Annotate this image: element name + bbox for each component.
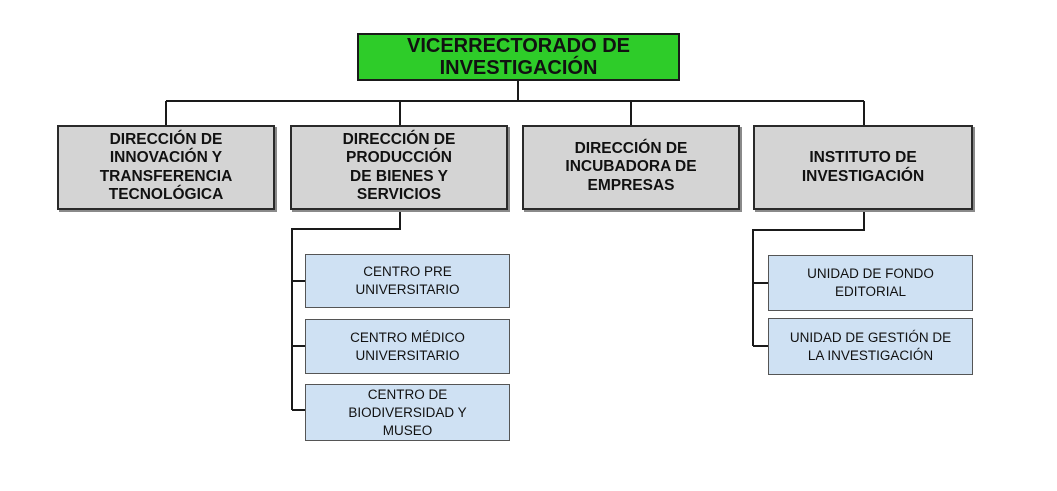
connector-produccion-branch xyxy=(291,210,401,410)
direccion-innovacion-box: DIRECCIÓN DE INNOVACIÓN Y TRANSFERENCIA … xyxy=(57,125,275,210)
unit-fondo-editorial-label: UNIDAD DE FONDO EDITORIAL xyxy=(807,266,934,299)
direccion-incubadora-box: DIRECCIÓN DE INCUBADORA DE EMPRESAS xyxy=(522,125,740,210)
unit-centro-biodiversidad-museo: CENTRO DE BIODIVERSIDAD Y MUSEO xyxy=(305,384,510,441)
vicerrectorado-label: VICERRECTORADO DE INVESTIGACIÓN xyxy=(407,35,630,79)
unit-centro-medico-universitario-label: CENTRO MÉDICO UNIVERSITARIO xyxy=(350,329,465,363)
unit-fondo-editorial: UNIDAD DE FONDO EDITORIAL xyxy=(768,255,973,311)
unit-centro-biodiversidad-museo-label: CENTRO DE BIODIVERSIDAD Y MUSEO xyxy=(348,386,467,438)
instituto-investigacion-label: INSTITUTO DE INVESTIGACIÓN xyxy=(801,149,925,185)
direccion-produccion-label: DIRECCIÓN DE PRODUCCIÓN DE BIENES Y SERV… xyxy=(342,130,456,204)
unit-gestion-investigacion: UNIDAD DE GESTIÓN DE LA INVESTIGACIÓN xyxy=(768,318,973,375)
connector-instituto-branch xyxy=(752,210,865,346)
instituto-investigacion-box: INSTITUTO DE INVESTIGACIÓN xyxy=(753,125,973,210)
unit-centro-pre-universitario-label: CENTRO PRE UNIVERSITARIO xyxy=(355,264,460,297)
unit-gestion-investigacion-label: UNIDAD DE GESTIÓN DE LA INVESTIGACIÓN xyxy=(789,329,952,363)
direccion-incubadora-label: DIRECCIÓN DE INCUBADORA DE EMPRESAS xyxy=(565,139,697,194)
unit-centro-pre-universitario: CENTRO PRE UNIVERSITARIO xyxy=(305,254,510,308)
direccion-produccion-box: DIRECCIÓN DE PRODUCCIÓN DE BIENES Y SERV… xyxy=(290,125,508,210)
direccion-innovacion-label: DIRECCIÓN DE INNOVACIÓN Y TRANSFERENCIA … xyxy=(99,130,233,204)
vicerrectorado-box: VICERRECTORADO DE INVESTIGACIÓN xyxy=(357,33,680,81)
unit-centro-medico-universitario: CENTRO MÉDICO UNIVERSITARIO xyxy=(305,319,510,374)
